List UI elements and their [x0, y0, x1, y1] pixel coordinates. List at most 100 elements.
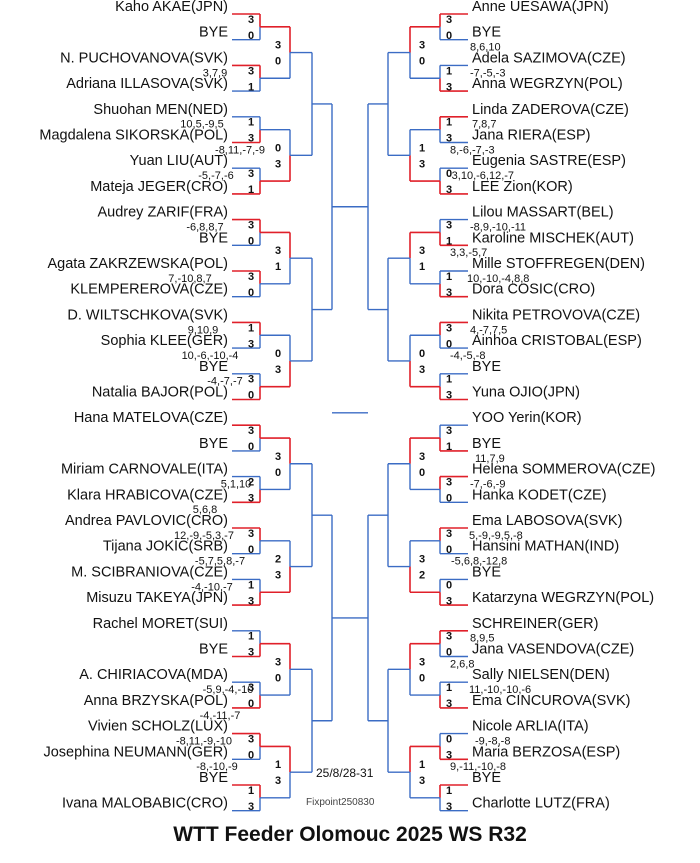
right-player-name: Nicole ARLIA(ITA)	[472, 719, 589, 735]
right-game-score: -3,10,-6,12,-7	[448, 170, 514, 182]
right-game-score: 10,-10,-4,8,8	[467, 273, 529, 285]
left-r2-result: 3	[275, 775, 281, 787]
left-r1-result: 0	[248, 441, 254, 453]
right-player-name: Charlotte LUTZ(FRA)	[472, 796, 610, 812]
right-r1-result: 3	[446, 631, 452, 643]
right-r1-result: 3	[446, 322, 452, 334]
right-game-score: -7,-5,-3	[470, 67, 505, 79]
left-r1-result: 2	[248, 476, 254, 488]
right-game-score: 7,8,7	[472, 119, 496, 131]
right-r2-result: 3	[419, 40, 425, 52]
right-player-name: Ema CINCUROVA(SVK)	[472, 693, 630, 709]
left-player-name: Josephina NEUMANN(GER)	[43, 744, 228, 760]
right-player-name: BYE	[472, 436, 501, 452]
left-game-score: 7,-10,8,7	[168, 273, 211, 285]
left-player-name: M. SCIBRANIOVA(CZE)	[71, 564, 228, 580]
right-r1-result: 3	[446, 390, 452, 402]
left-r1-result: 3	[248, 219, 254, 231]
left-player-name: Natalia BAJOR(POL)	[92, 385, 228, 401]
right-r1-result: 0	[446, 733, 452, 745]
right-r1-result: 3	[446, 801, 452, 813]
left-player-name: D. WILTSCHKOVA(SVK)	[67, 307, 228, 323]
left-r2-result: 3	[275, 158, 281, 170]
right-player-name: Nikita PETROVOVA(CZE)	[472, 307, 640, 323]
left-r1-result: 1	[248, 579, 254, 591]
left-player-name: BYE	[199, 230, 228, 246]
left-player-name: Sophia KLEE(GER)	[101, 333, 228, 349]
right-r1-result: 0	[446, 647, 452, 659]
left-player-name: Mateja JEGER(CRO)	[90, 179, 228, 195]
left-player-name: Anna BRZYSKA(POL)	[84, 693, 228, 709]
right-game-score: 9,-11,-10,-8	[450, 761, 506, 773]
right-player-name: Yuna OJIO(JPN)	[472, 385, 580, 401]
right-r2-result: 2	[419, 570, 425, 582]
right-r1-result: 1	[446, 682, 452, 694]
match-results: 3 0 3 1 1 3 3 1 3 0 3 0 1 3 3 0 3 0 2 3 3 0 1 3 1 3 3 0 3 0 1 3 3 0 0 3 3 1 0 3…	[248, 14, 452, 813]
right-r2-result: 0	[419, 348, 425, 360]
credit-label: Fixpoint250830	[306, 797, 375, 808]
left-r1-result: 3	[248, 133, 254, 145]
right-r1-result: 1	[446, 441, 452, 453]
right-r2-result: 3	[419, 451, 425, 463]
left-r1-result: 3	[248, 492, 254, 504]
left-game-score: -5,9,-4,-10	[203, 684, 254, 696]
left-r1-result: 3	[248, 338, 254, 350]
left-r1-result: 0	[248, 749, 254, 761]
left-player-name: Tijana JOKIC(SRB)	[103, 539, 228, 555]
left-r2-result: 0	[275, 56, 281, 68]
right-player-name: BYE	[472, 359, 501, 375]
left-r1-result: 3	[248, 425, 254, 437]
right-r2-result: 0	[419, 56, 425, 68]
right-r1-result: 0	[446, 579, 452, 591]
right-player-name: Sally NIELSEN(DEN)	[472, 667, 610, 683]
left-player-name: Misuzu TAKEYA(JPN)	[86, 590, 228, 606]
left-r1-result: 0	[248, 698, 254, 710]
right-r1-result: 3	[446, 14, 452, 26]
right-r2-result: 1	[419, 759, 425, 771]
left-r2-result: 1	[275, 759, 281, 771]
right-player-name: Mille STOFFREGEN(DEN)	[472, 256, 645, 272]
right-player-name: Adela SAZIMOVA(CZE)	[472, 50, 626, 66]
right-player-name: Ainhoa CRISTOBAL(ESP)	[472, 333, 642, 349]
right-game-score: 8,6,10	[470, 42, 501, 54]
left-r2-result: 3	[275, 451, 281, 463]
left-game-score: 3,7,9	[203, 67, 227, 79]
left-r1-result: 0	[248, 30, 254, 42]
left-player-name: BYE	[199, 436, 228, 452]
right-r1-result: 1	[446, 65, 452, 77]
right-r1-result: 3	[446, 476, 452, 488]
left-game-score: -8,11,-9,-10	[176, 735, 232, 747]
left-r2-result: 0	[275, 672, 281, 684]
right-r1-result: 3	[446, 219, 452, 231]
left-r1-result: 0	[248, 390, 254, 402]
left-player-name: Kaho AKAE(JPN)	[115, 0, 228, 15]
right-game-score: 11,-10,-10,-6	[469, 684, 531, 696]
right-player-name: Anna WEGRZYN(POL)	[472, 76, 623, 92]
right-player-name: YOO Yerin(KOR)	[472, 410, 582, 426]
left-r1-result: 1	[248, 322, 254, 334]
right-player-name: Jana VASENDOVA(CZE)	[472, 642, 634, 658]
left-r2-result: 0	[275, 142, 281, 154]
left-r1-result: 3	[248, 647, 254, 659]
left-player-name: Adriana ILLASOVA(SVK)	[66, 76, 228, 92]
right-r2-result: 0	[419, 672, 425, 684]
right-r2-result: 0	[419, 467, 425, 479]
right-player-name: Hanka KODET(CZE)	[472, 487, 607, 503]
right-player-name: Linda ZADEROVA(CZE)	[472, 102, 629, 118]
left-player-name: Audrey ZARIF(FRA)	[97, 205, 228, 221]
left-player-name: Andrea PAVLOVIC(CRO)	[65, 513, 228, 529]
left-r1-result: 3	[248, 65, 254, 77]
right-bracket-lines	[350, 13, 468, 812]
left-player-name: Ivana MALOBABIC(CRO)	[62, 796, 228, 812]
left-player-name: A. CHIRIACOVA(MDA)	[79, 667, 228, 683]
right-game-score: 3,3,-5,7	[450, 247, 487, 259]
left-r2-result: 1	[275, 261, 281, 273]
right-player-name: Eugenia SASTRE(ESP)	[472, 153, 626, 169]
left-game-score: -6,8,8,7	[186, 221, 223, 233]
right-game-score: 8,9,5	[470, 633, 494, 645]
right-player-name: Dora COSIC(CRO)	[472, 282, 595, 298]
right-r1-result: 3	[446, 425, 452, 437]
left-game-score: 10,-6,-10,-4	[182, 350, 239, 362]
